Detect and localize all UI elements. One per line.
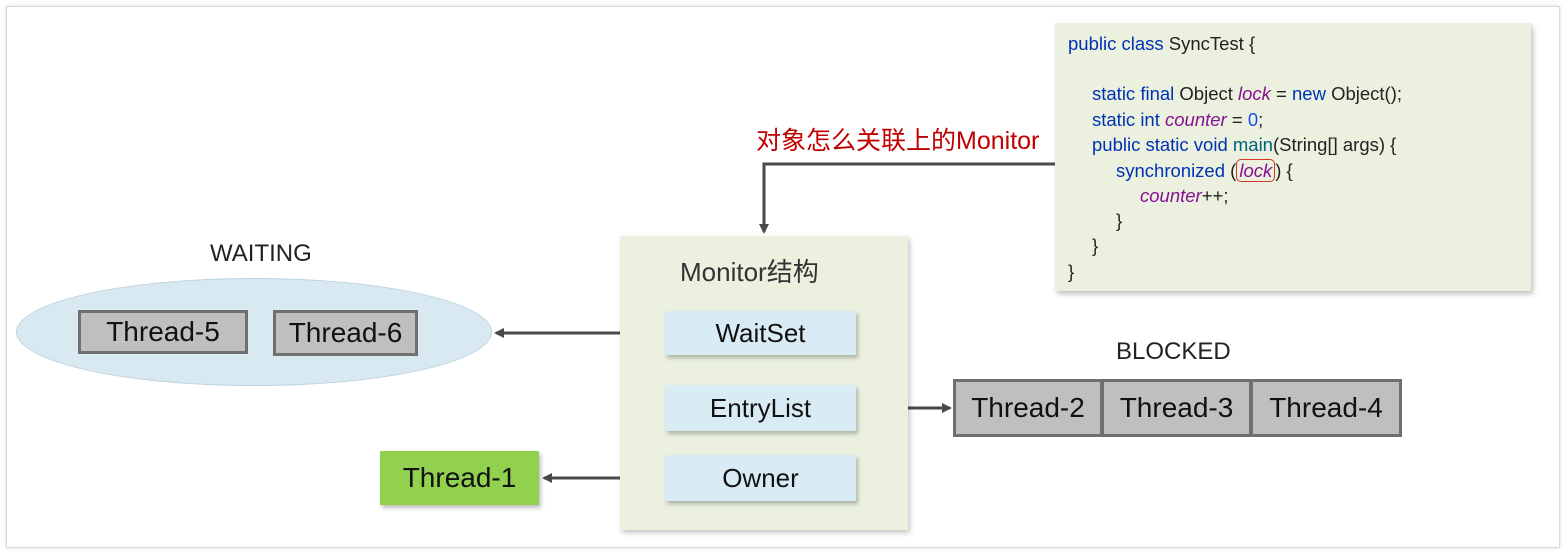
code-line-5: synchronized (lock) { (1116, 159, 1293, 182)
thread-6-box: Thread-6 (273, 310, 418, 356)
thread-1-box: Thread-1 (380, 451, 539, 505)
code-line-1: public class SyncTest { (1068, 33, 1256, 54)
code-line-7: } (1116, 210, 1123, 231)
code-line-4: public static void main(String[] args) { (1092, 134, 1397, 155)
owner-box: Owner (665, 455, 856, 501)
code-line-6: counter++; (1140, 185, 1229, 206)
code-line-8: } (1092, 235, 1099, 256)
thread-3-box: Thread-3 (1101, 379, 1252, 437)
monitor-title: Monitor结构 (680, 257, 819, 287)
waitset-box: WaitSet (665, 311, 856, 355)
thread-2-box: Thread-2 (953, 379, 1103, 437)
lock-highlight: lock (1236, 159, 1276, 182)
thread-5-box: Thread-5 (78, 310, 248, 354)
waiting-label: WAITING (210, 240, 312, 267)
thread-4-box: Thread-4 (1250, 379, 1402, 437)
blocked-label: BLOCKED (1116, 338, 1231, 365)
code-line-2: static final Object lock = new Object(); (1092, 83, 1403, 104)
code-panel: public class SyncTest { static final Obj… (1055, 23, 1531, 291)
entrylist-box: EntryList (665, 385, 856, 431)
code-line-9: } (1068, 261, 1075, 282)
code-line-3: static int counter = 0; (1092, 109, 1264, 130)
monitor-link-annotation: 对象怎么关联上的Monitor (756, 127, 1040, 155)
